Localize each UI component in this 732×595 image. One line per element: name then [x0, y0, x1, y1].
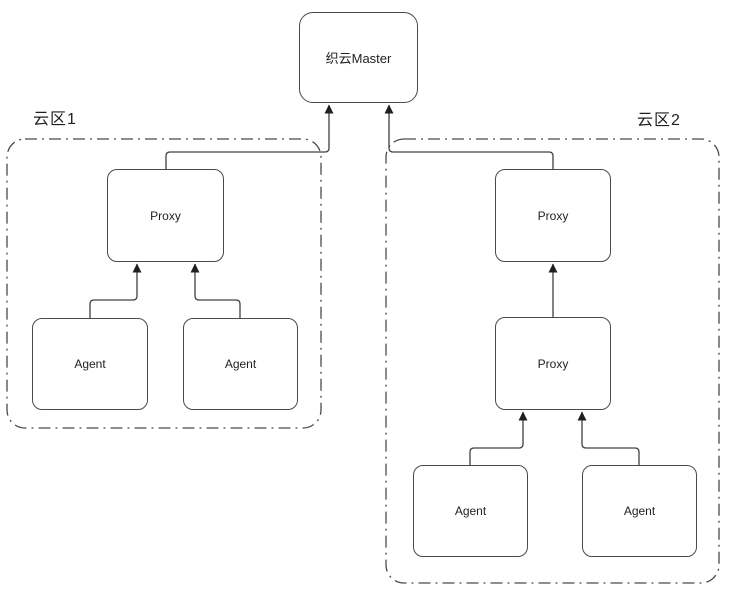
- connector-proxy1-to-master: [165, 104, 334, 170]
- connector-agent-r2-to-proxy: [577, 411, 640, 465]
- region1-border: [6, 138, 322, 429]
- connector-agent-r1-to-proxy: [469, 411, 528, 465]
- region2-agent1-node: Agent: [413, 465, 528, 557]
- region1-agent2-node: Agent: [183, 318, 298, 410]
- region2-proxy-upper-label: Proxy: [537, 208, 569, 223]
- region1-label: 云区1: [33, 111, 77, 128]
- region2-proxy-lower-node: Proxy: [495, 317, 611, 410]
- region2-agent1-label: Agent: [454, 504, 487, 518]
- region1-agent2-label: Agent: [224, 357, 257, 371]
- region2-agent2-label: Agent: [623, 504, 656, 518]
- connector-proxy2-to-master: [384, 104, 554, 170]
- region1-agent1-label: Agent: [74, 357, 106, 371]
- region1-proxy-label: Proxy: [150, 208, 181, 223]
- region1-proxy-node: Proxy: [107, 169, 224, 262]
- region2-agent2-node: Agent: [582, 465, 697, 557]
- connector-agent-l2-to-proxy: [190, 263, 241, 318]
- region1-agent1-node: Agent: [32, 318, 148, 410]
- region2-border: [385, 138, 720, 584]
- master-node: 织云Master: [299, 12, 418, 103]
- master-node-label: 织云Master: [325, 51, 392, 66]
- connector-agent-l1-to-proxy: [89, 263, 142, 318]
- region2-proxy-lower-label: Proxy: [537, 356, 569, 371]
- region2-proxy-upper-node: Proxy: [495, 169, 611, 262]
- region2-label: 云区2: [637, 112, 681, 129]
